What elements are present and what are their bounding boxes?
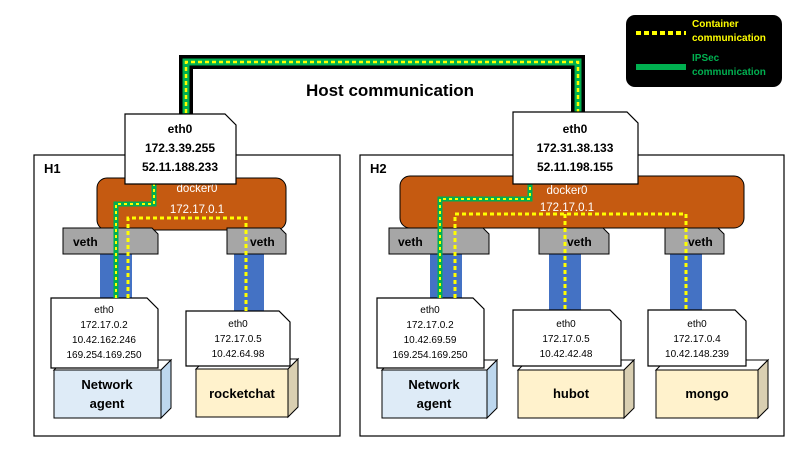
h1-host-eth-ip2: 52.11.188.233 [142, 160, 218, 174]
h1-app-name: rocketchat [209, 386, 275, 401]
h2-hubot-cube: hubot [516, 358, 636, 420]
h1-ipsec-container-dots [115, 178, 155, 298]
h2-docker-name: docker0 [547, 185, 588, 197]
h1-agent-name-line2: agent [90, 396, 125, 411]
h1-network-agent-cube: Network agent [52, 358, 173, 420]
h2-host-eth-ip1: 172.31.38.133 [537, 141, 614, 155]
h1-agent-eth-ip2: 10.42.162.246 [72, 335, 136, 346]
h1-host-eth-card [124, 113, 237, 185]
h2-agent-eth-name: eth0 [420, 305, 440, 316]
h2-app1-eth-ip2: 10.42.42.48 [540, 349, 593, 360]
h2-app2-name: mongo [685, 386, 728, 401]
h2-agent-name-line1: Network [408, 377, 460, 392]
h2-host-eth-card [512, 111, 639, 185]
h2-veth-left-label: veth [398, 235, 423, 249]
host-link-container-dots [184, 60, 580, 120]
h2-app1-name: hubot [553, 386, 590, 401]
h2-veth-right-label: veth [688, 235, 713, 249]
legend-ipsec-line1: IPSec [692, 53, 720, 64]
h2-docker-ip: 172.17.0.1 [540, 202, 594, 214]
legend-container-line2: communication [692, 33, 766, 44]
h2-container-path [453, 212, 688, 310]
h1-label: H1 [44, 161, 61, 176]
h1-docker-ip: 172.17.0.1 [170, 204, 224, 216]
h2-veth-pipe-left [430, 254, 462, 298]
h1-app-eth-name: eth0 [228, 319, 248, 330]
h1-veth-pipe-right [234, 254, 264, 312]
h1-host-eth-ip1: 172.3.39.255 [145, 141, 215, 155]
legend-ipsec-line2: communication [692, 67, 766, 78]
h1-veth-right-label: veth [250, 235, 275, 249]
h1-agent-eth-name: eth0 [94, 305, 114, 316]
h1-app-eth-ip1: 172.17.0.5 [214, 334, 262, 345]
h2-app2-eth-card [647, 309, 747, 367]
h2-app1-eth-name: eth0 [556, 319, 576, 330]
host-h2: H2 docker0 172.17.0.1 veth veth veth Net… [359, 111, 785, 437]
h2-veth-mid [538, 227, 610, 255]
h2-agent-eth-ip2: 10.42.69.59 [404, 335, 457, 346]
h1-agent-name-line1: Network [81, 377, 133, 392]
h2-app1-eth-card [512, 309, 622, 367]
host-link-label: Host communication [306, 81, 474, 100]
h2-mongo-cube: mongo [654, 358, 770, 420]
h1-veth-left [62, 227, 159, 255]
h1-app-eth-ip2: 10.42.64.98 [212, 349, 265, 360]
h1-agent-eth-card [50, 297, 159, 369]
h1-agent-eth-ip1: 172.17.0.2 [80, 320, 128, 331]
h1-docker-name: docker0 [177, 183, 218, 195]
h2-app2-eth-ip2: 10.42.148.239 [665, 349, 729, 360]
h2-host-eth-name: eth0 [563, 122, 588, 136]
h2-app2-eth-name: eth0 [687, 319, 707, 330]
host-link: Host communication [179, 55, 585, 120]
h1-veth-right [226, 227, 287, 255]
legend: Container communication IPSec communicat… [626, 15, 782, 87]
h2-agent-eth-card [376, 297, 485, 369]
h2-ipsec-container-dots [439, 183, 531, 298]
h2-agent-eth-ip3: 169.254.169.250 [392, 350, 468, 361]
h2-label: H2 [370, 161, 387, 176]
h1-app-eth-card [185, 310, 291, 367]
h2-agent-name-line2: agent [417, 396, 452, 411]
h1-rocketchat-cube: rocketchat [194, 357, 300, 419]
host-h1: H1 docker0 172.17.0.1 veth veth Network … [33, 113, 341, 437]
h2-agent-eth-ip1: 172.17.0.2 [406, 320, 454, 331]
h2-app1-eth-ip1: 172.17.0.5 [542, 334, 590, 345]
h2-app2-eth-ip1: 172.17.0.4 [673, 334, 721, 345]
h2-network-agent-cube: Network agent [380, 358, 499, 420]
h2-veth-right [664, 227, 725, 255]
h1-agent-eth-ip3: 169.254.169.250 [66, 350, 142, 361]
h1-host-eth-name: eth0 [168, 122, 193, 136]
h2-veth-mid-label: veth [567, 235, 592, 249]
legend-container-line1: Container [692, 19, 739, 30]
h2-host-eth-ip2: 52.11.198.155 [537, 160, 613, 174]
h1-veth-left-label: veth [73, 235, 98, 249]
